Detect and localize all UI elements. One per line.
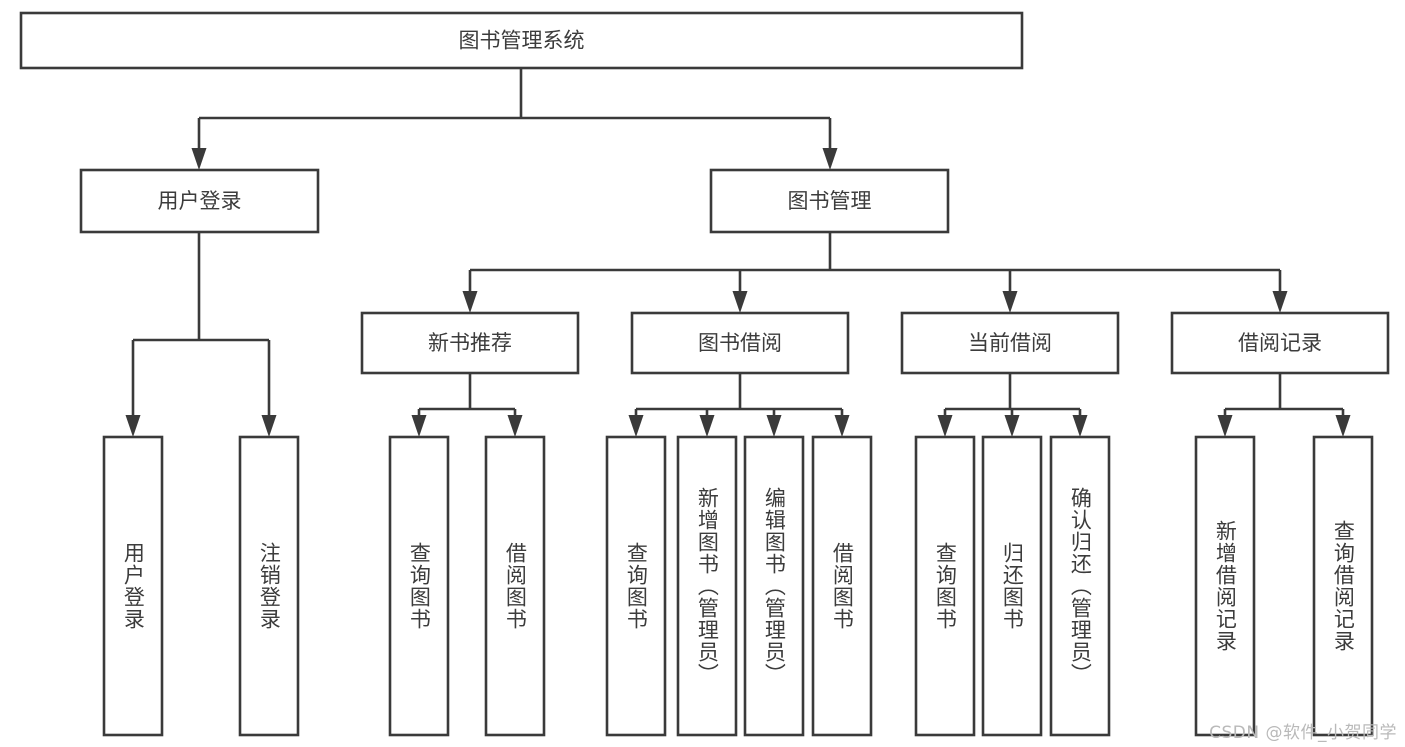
node-box-leaf-add-book-admin[interactable]: [676, 435, 738, 737]
arrow-head-icon: [125, 415, 141, 437]
arrow-head-icon: [1217, 415, 1233, 437]
connector-group-root-to-level1: [191, 68, 838, 170]
node-label-current-borrow: 当前借阅: [968, 331, 1052, 355]
node-label-user-login: 用户登录: [158, 189, 242, 213]
node-box-leaf-query-book-rec[interactable]: [388, 435, 450, 737]
connector-layer: [125, 68, 1351, 437]
arrow-head-icon: [937, 415, 953, 437]
node-box-root[interactable]: [19, 11, 1024, 70]
node-box-leaf-user-login[interactable]: [102, 435, 164, 737]
arrow-head-icon: [462, 291, 478, 313]
node-box-new-book-recommend[interactable]: [360, 311, 580, 375]
node-box-leaf-user-logout[interactable]: [238, 435, 300, 737]
watermark-text: CSDN @软件_小贺同学: [1209, 723, 1397, 743]
connector-group-user-login-to-leaves: [125, 232, 277, 437]
arrow-head-icon: [191, 148, 207, 170]
node-label-book-borrow: 图书借阅: [698, 331, 782, 355]
node-box-book-borrow[interactable]: [630, 311, 850, 375]
arrow-head-icon: [822, 148, 838, 170]
arrow-head-icon: [507, 415, 523, 437]
arrow-head-icon: [1002, 291, 1018, 313]
node-box-borrow-record[interactable]: [1170, 311, 1390, 375]
node-box-user-login[interactable]: [79, 168, 320, 234]
node-box-leaf-query-book-cb[interactable]: [914, 435, 976, 737]
node-label-root: 图书管理系统: [459, 29, 585, 53]
arrow-head-icon: [766, 415, 782, 437]
connector-group-book-manage-to-level2: [462, 232, 1288, 313]
arrow-head-icon: [834, 415, 850, 437]
node-box-book-manage[interactable]: [709, 168, 950, 234]
node-box-current-borrow[interactable]: [900, 311, 1120, 375]
arrow-head-icon: [1072, 415, 1088, 437]
connector-group-book-borrow-to-leaves: [628, 373, 850, 437]
arrow-head-icon: [411, 415, 427, 437]
connector-group-new-book-recommend-to-leaves: [411, 373, 523, 437]
arrow-head-icon: [1335, 415, 1351, 437]
connector-group-current-borrow-to-leaves: [937, 373, 1088, 437]
node-box-leaf-return-book[interactable]: [981, 435, 1043, 737]
node-label-book-manage: 图书管理: [788, 189, 872, 213]
arrow-head-icon: [732, 291, 748, 313]
node-box-leaf-borrow-book-bb[interactable]: [811, 435, 873, 737]
arrow-head-icon: [1004, 415, 1020, 437]
node-label-borrow-record: 借阅记录: [1238, 331, 1322, 355]
arrow-head-icon: [699, 415, 715, 437]
node-box-leaf-confirm-return-admin[interactable]: [1049, 435, 1111, 737]
arrow-head-icon: [261, 415, 277, 437]
node-box-leaf-edit-book-admin[interactable]: [743, 435, 805, 737]
connector-group-borrow-record-to-leaves: [1217, 373, 1351, 437]
node-label-new-book-recommend: 新书推荐: [428, 331, 512, 355]
node-box-leaf-query-book-bb[interactable]: [605, 435, 667, 737]
arrow-head-icon: [1272, 291, 1288, 313]
node-box-leaf-query-borrow-record[interactable]: [1312, 435, 1374, 737]
node-box-leaf-add-borrow-record[interactable]: [1194, 435, 1256, 737]
node-box-leaf-borrow-book-rec[interactable]: [484, 435, 546, 737]
node-box-layer: [19, 11, 1390, 737]
arrow-head-icon: [628, 415, 644, 437]
